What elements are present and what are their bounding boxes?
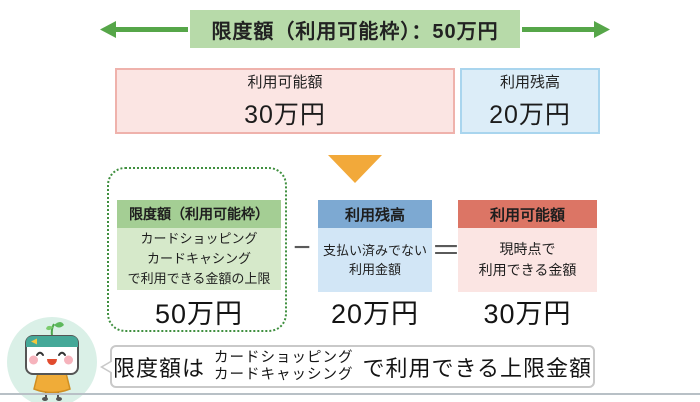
down-triangle-icon — [328, 155, 382, 183]
balance-box: 利用残高 20万円 — [460, 68, 600, 134]
balance-value: 20万円 — [489, 101, 571, 129]
limit-desc-line: カードキャシング — [146, 251, 251, 266]
bubble-suffix: で利用できる上限金額 — [362, 355, 593, 381]
left-arrow-icon — [100, 21, 188, 38]
limit-amount-value: 50万円 — [154, 298, 244, 329]
bubble-card-type-line: カードキャッシング — [213, 366, 354, 383]
balance-desc-line: 支払い済みでない — [322, 243, 427, 258]
minus-operator: − — [293, 231, 311, 264]
page-title: 限度額（利用可能枠）：50万円 — [211, 20, 499, 43]
limit-column-description: カードショッピング カードキャシング で利用できる金額の上限 — [117, 228, 281, 290]
available-amount-label: 利用可能額 — [247, 74, 323, 91]
available-desc-line: 利用できる金額 — [478, 262, 577, 278]
balance-desc-line: 利用金額 — [348, 262, 401, 277]
available-amount-value: 30万円 — [244, 101, 326, 129]
balance-amount-value: 20万円 — [330, 298, 420, 329]
mascot-icon — [7, 317, 97, 402]
limit-desc-line: カードショッピング — [140, 231, 258, 246]
balance-column-header: 利用残高 — [318, 200, 432, 228]
footer-divider — [0, 393, 700, 395]
available-column-description: 現時点で 利用できる金額 — [458, 228, 597, 292]
limit-desc-line: で利用できる金額の上限 — [127, 271, 271, 286]
available-amount-value-bottom: 30万円 — [483, 298, 572, 329]
speech-bubble: 限度額は カードショッピング カードキャッシング で利用できる上限金額 — [100, 345, 595, 388]
title-box: 限度額（利用可能枠）：50万円 — [190, 10, 520, 48]
available-desc-line: 現時点で — [499, 241, 556, 257]
bubble-prefix: 限度額は — [112, 355, 205, 381]
balance-label: 利用残高 — [499, 74, 560, 91]
available-amount-box: 利用可能額 30万円 — [115, 68, 455, 134]
balance-column-description: 支払い済みでない 利用金額 — [318, 228, 432, 292]
equals-operator: ＝ — [431, 235, 461, 268]
bubble-card-types: カードショッピング カードキャッシング — [214, 350, 354, 384]
available-column-header: 利用可能額 — [458, 200, 597, 228]
limit-column-header: 限度額（利用可能枠） — [117, 200, 281, 228]
bubble-card-type-line: カードショッピング — [213, 349, 354, 366]
right-arrow-icon — [522, 21, 610, 38]
